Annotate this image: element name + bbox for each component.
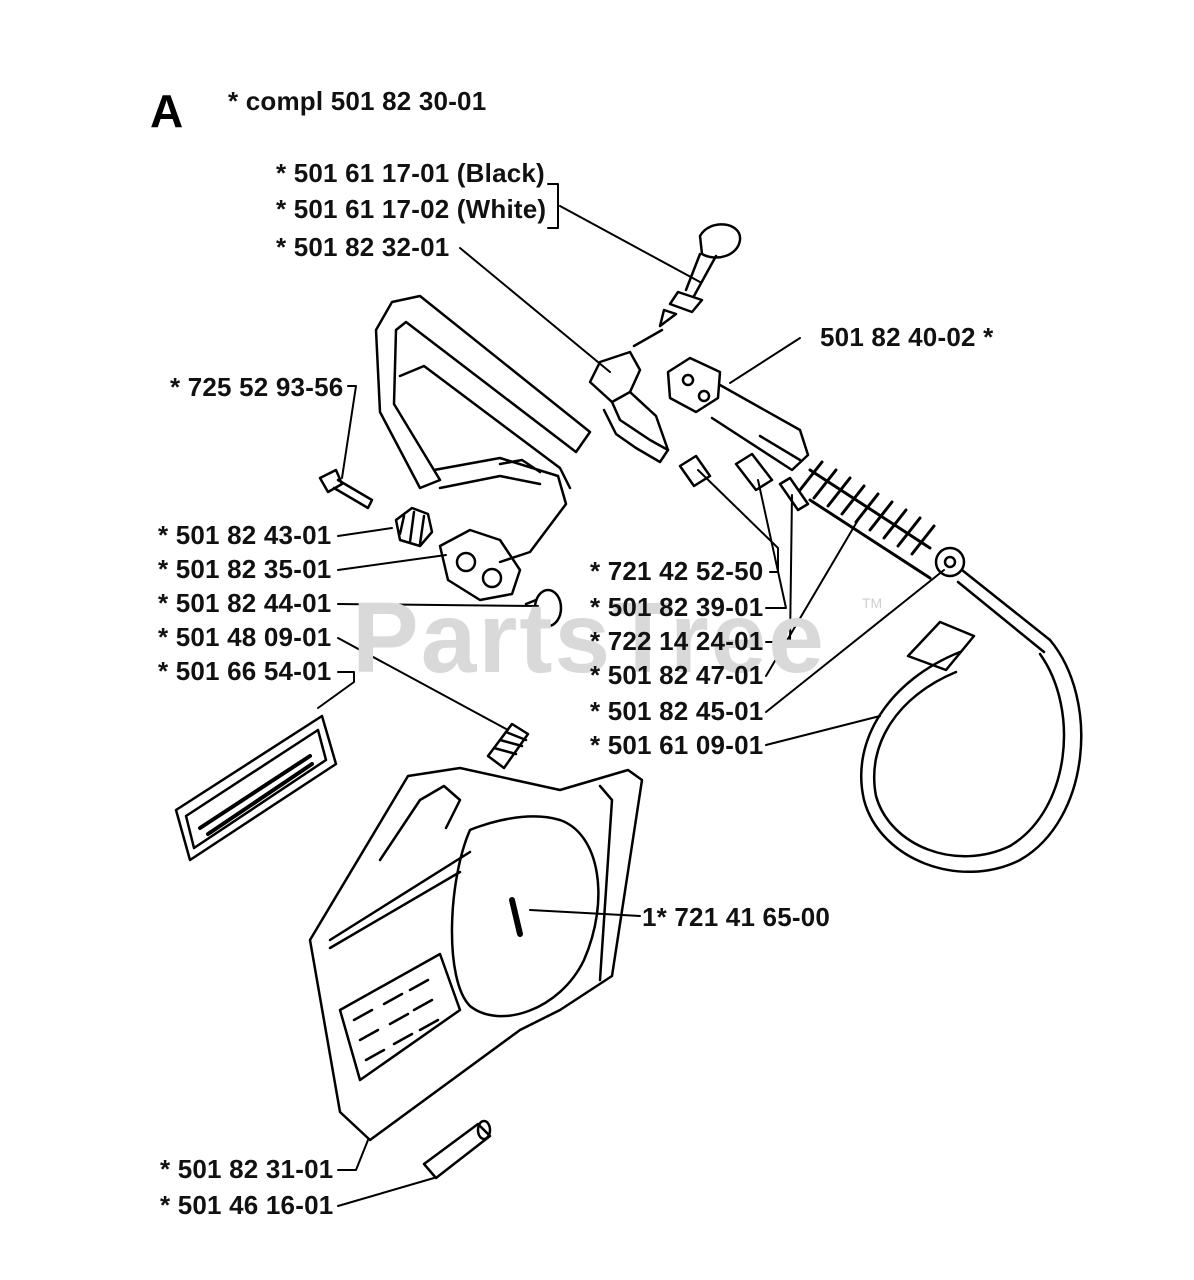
callout-bolt: 1* 721 41 65-00 — [642, 902, 831, 932]
section-letter: A — [150, 85, 184, 137]
rod-part — [666, 356, 810, 472]
assembly-label: * compl 501 82 30-01 — [228, 86, 487, 116]
callout-lever: * 501 82 32-01 — [276, 232, 450, 262]
callout-knob-black: * 501 61 17-01 (Black) — [276, 158, 545, 188]
callout-plate: * 501 82 35-01 — [158, 554, 332, 584]
leader-lines — [317, 183, 945, 1207]
link-part — [934, 546, 1052, 654]
plate-part — [438, 528, 522, 602]
callout-screw-top: * 725 52 93-56 — [170, 372, 344, 402]
washer-part — [524, 588, 563, 628]
callout-link: * 501 82 45-01 — [590, 696, 764, 726]
band-part — [859, 620, 1083, 874]
callout-cover: * 501 82 31-01 — [160, 1154, 334, 1184]
decal-part — [174, 714, 338, 862]
cover-part — [308, 766, 644, 1142]
handle-part — [374, 294, 592, 564]
callout-spring-small: * 501 48 09-01 — [158, 622, 332, 652]
screw-part — [318, 468, 374, 510]
callout-decal: * 501 66 54-01 — [158, 656, 332, 686]
callout-knob-white: * 501 61 17-02 (White) — [276, 194, 547, 224]
callout-gear: * 501 82 43-01 — [158, 520, 332, 550]
callout-spring-big: * 501 82 47-01 — [590, 660, 764, 690]
callout-pin-a: * 721 42 52-50 — [590, 556, 764, 586]
callout-band: * 501 61 09-01 — [590, 730, 764, 760]
callout-rod: 501 82 40-02 * — [820, 322, 994, 352]
knob-part — [658, 223, 742, 328]
lever-part — [588, 328, 670, 464]
pins-part — [678, 452, 810, 512]
gear-part — [394, 506, 434, 548]
callout-pin-b: * 501 82 39-01 — [590, 592, 764, 622]
callout-washer: * 501 82 44-01 — [158, 588, 332, 618]
small-spring-part — [486, 722, 530, 770]
callout-pin-c: * 722 14 24-01 — [590, 626, 764, 656]
cap-part — [422, 1119, 492, 1180]
watermark-trademark: TM — [862, 595, 883, 611]
spring-part — [798, 460, 936, 580]
callout-cap: * 501 46 16-01 — [160, 1190, 334, 1220]
watermark: PartsTree — [352, 582, 826, 694]
